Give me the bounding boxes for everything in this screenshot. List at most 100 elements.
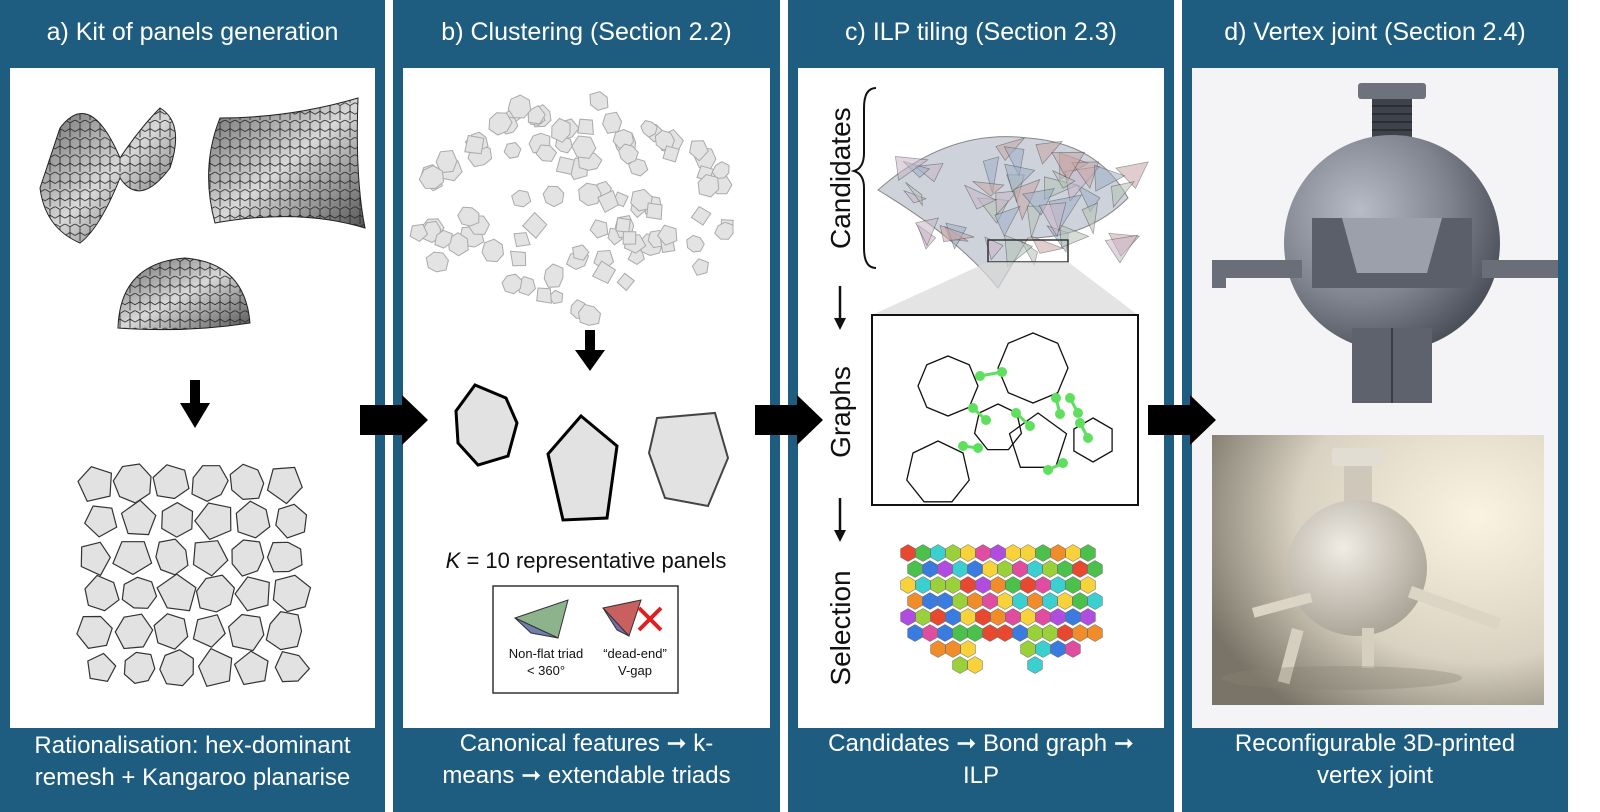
kit-panel [191,465,229,502]
panel-c-caption-line-2: ILP [962,762,1000,789]
selected-panel [990,544,1006,562]
scatter-panel [535,144,558,162]
scatter-panel [488,112,513,136]
right-arrow-icon [755,395,823,445]
selected-panel [952,560,968,578]
selected-panel [930,544,946,562]
graphs-label: Graphs [825,366,856,458]
scatter-panel [662,145,680,163]
dome-surface [117,257,251,331]
down-arrow-icon [834,498,846,542]
candidates-bracket [850,87,877,269]
selected-panel [982,592,998,610]
kit-panel [121,576,158,609]
selected-panel [907,592,923,610]
selected-panel [960,608,976,626]
scatter-panel [630,188,653,212]
right-arrow-icon [360,395,428,445]
selected-panel [1057,624,1073,642]
selected-panel [997,560,1013,578]
cad-vertex-joint [1212,83,1558,403]
selected-panel [975,608,991,626]
scatter-panel [555,156,576,175]
bond-node [975,371,985,381]
bond-node [981,415,991,425]
candidate-triangle [982,156,1000,193]
panel-b-title: b) Clustering (Section 2.2) [441,18,732,46]
scatter-panel [509,250,527,267]
selected-panel [1042,560,1058,578]
selected-panel [982,624,998,642]
selected-panel [960,544,976,562]
selected-panel [1042,624,1058,642]
selected-panel [960,640,976,658]
panel-a-caption-line-1: Rationalisation: hex-dominant [34,732,351,759]
scatter-panel [572,244,590,261]
panel-a: a) Kit of panels generation [0,0,385,812]
scatter-panel [686,234,705,253]
bond-node [1073,408,1083,418]
scatter-panel [577,118,594,136]
candidate-triangle [995,190,1019,216]
kit-panel [195,574,236,613]
scatter-panel [434,229,453,249]
scatter-panel [714,221,734,240]
down-arrow-icon [575,330,605,371]
scatter-panel [646,202,663,220]
selected-panel [922,624,938,642]
selected-panel [1065,608,1081,626]
selected-panel [1087,624,1103,642]
panel-d: d) Vertex joint (Section 2.4) [1182,0,1568,812]
scatter-panel [691,258,709,276]
selected-panel [1012,560,1028,578]
kit-panel [155,538,189,576]
bond-node [968,403,978,413]
kit-panel [233,650,269,686]
selected-panel [1072,624,1088,642]
selected-panel [1080,544,1096,562]
selected-panel [952,592,968,610]
selected-panel [1065,576,1081,594]
bond-node [1075,418,1085,428]
selection-mosaic [900,544,1103,674]
curved-sheet-surface [208,97,366,229]
panel-c-title: c) ILP tiling (Section 2.3) [845,18,1117,46]
kit-panel [123,651,156,684]
selected-panel [997,592,1013,610]
representative-panels [454,383,730,522]
kit-panel [87,652,117,682]
graph-node [997,332,1069,404]
kit-panel [159,649,194,687]
panel-a-title: a) Kit of panels generation [46,18,339,46]
scatter-panel [591,260,617,284]
candidates-canopy [877,136,1149,289]
scatter-panel [602,111,623,134]
selected-panel [952,624,968,642]
scatter-panel [589,91,609,111]
panel-d-content [1192,68,1558,728]
bond-node [1011,408,1021,418]
candidate-triangle [1022,188,1055,216]
selected-panel [1035,640,1051,658]
kit-panel [192,540,229,577]
panel-c-illustration [834,87,1149,674]
bond-node [1065,393,1075,403]
right-arrow-icon [1148,395,1216,445]
selected-panel [997,624,1013,642]
scatter-panel [542,185,565,208]
panel-a-illustration [39,97,366,688]
selected-panel [1035,544,1051,562]
panel-a-caption-line-2: remesh + Kangaroo planarise [34,764,351,791]
selected-panel [967,656,983,674]
candidate-triangle [1004,234,1034,268]
candidate-triangle [1051,151,1086,181]
selected-panel [1027,624,1043,642]
selected-panel [1042,592,1058,610]
representative-pentagon [546,413,619,522]
panel-d-caption-line-2: vertex joint [1316,762,1434,789]
representative-quad [647,411,730,508]
kit-panel [197,647,233,688]
selected-panel [1027,656,1043,674]
kit-panel [120,499,157,536]
panel-d-illustration [1212,83,1558,705]
